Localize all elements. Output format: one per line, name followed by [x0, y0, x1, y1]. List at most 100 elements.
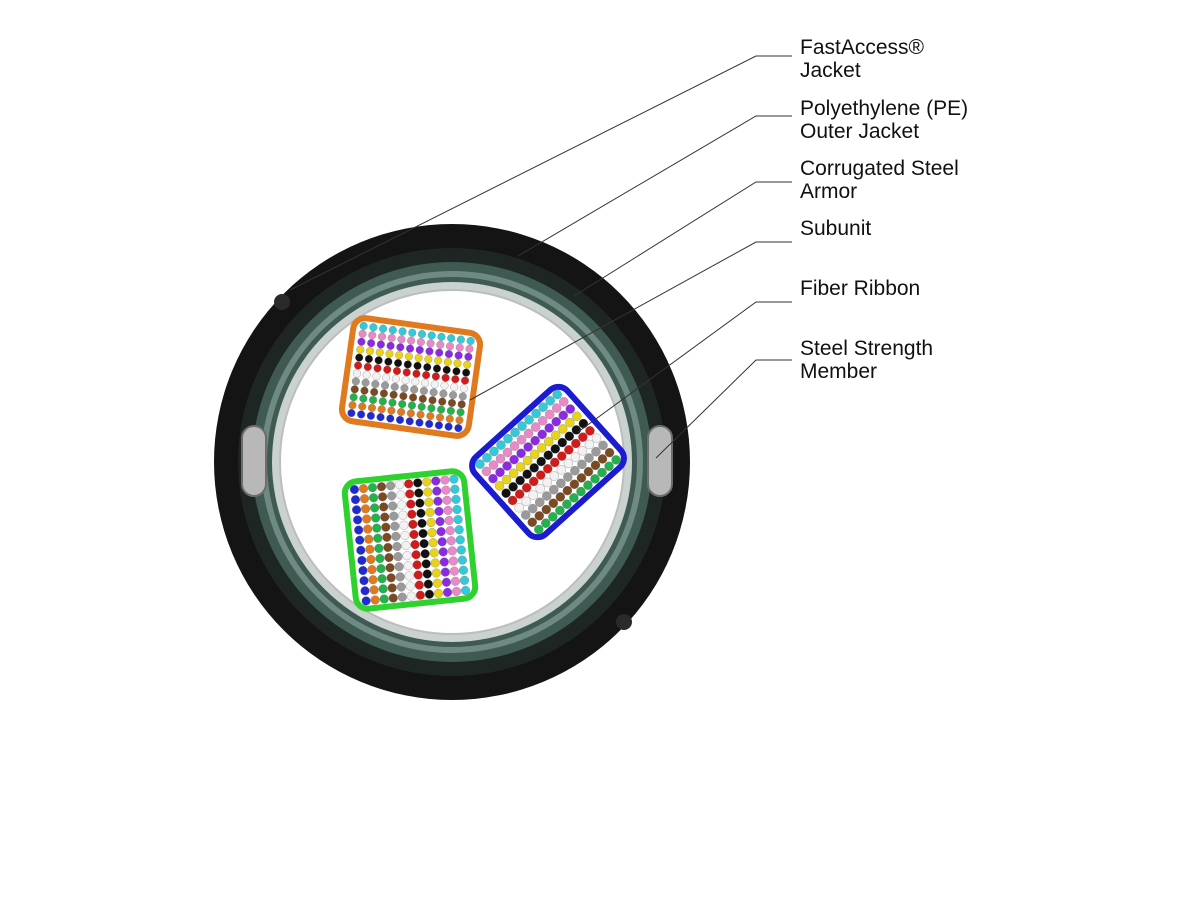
fiber-dot — [439, 557, 449, 567]
fiber-dot — [529, 476, 539, 487]
fiber-dot — [349, 393, 358, 402]
fiber-dot — [359, 321, 368, 330]
fiber-dot — [557, 437, 567, 448]
fiber-dot — [488, 473, 498, 484]
leader-line-fiber-ribbon — [577, 301, 792, 433]
fiber-dot — [578, 432, 588, 442]
fiber-dot — [379, 594, 389, 604]
label-fastaccess-jacket-line1: FastAccess® — [800, 36, 925, 59]
label-fastaccess-jacket: FastAccess® Jacket — [800, 36, 924, 82]
fiber-dot — [591, 433, 602, 443]
fiber-dot — [565, 404, 575, 414]
fiber-dot — [444, 422, 453, 431]
fiber-dot — [423, 579, 433, 589]
fiber-dot — [495, 467, 505, 477]
fiber-dot — [450, 484, 460, 494]
fiber-dot — [413, 361, 422, 370]
fiber-dot — [396, 415, 405, 424]
fiber-dot — [558, 410, 568, 421]
fiber-dot — [507, 495, 518, 506]
fiber-ribbon-stack-orange — [347, 321, 475, 433]
fiber-dot — [415, 418, 424, 427]
fiber-dot — [534, 524, 544, 535]
fiber-dot — [447, 334, 456, 343]
fiber-dot — [390, 521, 400, 531]
fiber-dot — [434, 356, 443, 365]
fiber-dot — [501, 474, 512, 485]
fiber-dot — [359, 394, 368, 403]
fiber-dot — [564, 431, 575, 441]
fiber-dot — [397, 500, 407, 510]
label-pe-outer-jacket-line1: Polyethylene (PE) — [800, 97, 969, 120]
label-corrugated-armor: Corrugated Steel Armor — [800, 157, 959, 203]
fiber-dot — [552, 403, 562, 413]
fiber-dot — [604, 461, 614, 471]
fiber-dot — [444, 516, 454, 526]
fiber-dot — [429, 548, 439, 558]
fiber-dot — [388, 326, 397, 335]
fiber-dot — [358, 329, 367, 338]
fiber-dot — [548, 512, 558, 522]
fiber-dot — [401, 541, 411, 551]
fiber-dot — [389, 390, 398, 399]
fiber-dot — [545, 396, 555, 406]
fiber-dot — [393, 552, 403, 562]
fiber-dot — [411, 377, 420, 386]
fiber-dot — [385, 563, 395, 573]
subunit-green — [341, 468, 479, 612]
label-corrugated-armor-line2: Armor — [800, 180, 858, 203]
fiber-dot — [417, 518, 427, 528]
fiber-dot — [509, 441, 520, 451]
fiber-dot — [545, 409, 555, 420]
label-corrugated-armor-line1: Corrugated Steel — [800, 157, 959, 180]
fiber-dot — [412, 560, 422, 570]
fiber-dot — [356, 345, 365, 354]
fiber-dot — [440, 567, 450, 577]
fiber-dot — [377, 332, 386, 341]
fiber-dot — [404, 352, 413, 361]
fiber-dot — [405, 581, 415, 591]
fiber-dot — [433, 588, 443, 598]
fiber-ribbon-stack-green — [349, 474, 471, 606]
fiber-dot — [502, 461, 512, 471]
fiber-dot — [436, 413, 445, 422]
fiber-dot — [378, 397, 387, 406]
fiber-dot — [576, 486, 586, 497]
fiber-dot — [585, 426, 595, 436]
fiber-dot — [419, 539, 429, 549]
fiber-dot — [501, 488, 511, 498]
fiber-dot — [556, 478, 566, 489]
fiber-dot — [509, 454, 519, 465]
fiber-dot — [424, 355, 433, 364]
fiber-dot — [394, 562, 404, 572]
leader-line-corrugated-armor — [573, 181, 792, 297]
fiber-dot — [446, 406, 455, 415]
fiber-dot — [360, 586, 370, 596]
fiber-dot — [514, 503, 524, 513]
fiber-dot — [409, 529, 419, 539]
fiber-dot — [432, 578, 442, 588]
fiber-dot — [543, 464, 553, 474]
fiber-dot — [458, 565, 468, 575]
fiber-dot — [381, 522, 391, 532]
fiber-dot — [386, 573, 396, 583]
fiber-dot — [544, 423, 554, 433]
fiber-dot — [443, 505, 453, 515]
fiber-dot — [541, 504, 551, 515]
fiber-dot — [392, 366, 401, 375]
fiber-dot — [375, 348, 384, 357]
fiber-dot — [417, 402, 426, 411]
fiber-dot — [419, 386, 428, 395]
fiber-dot — [521, 510, 531, 520]
fiber-dot — [530, 435, 540, 446]
fiber-dot — [355, 353, 364, 362]
fiber-dot — [446, 342, 455, 351]
fiber-dot — [440, 475, 450, 485]
fiber-dot — [364, 354, 373, 363]
fiber-dot — [400, 530, 410, 540]
fiber-dot — [387, 491, 397, 501]
fiber-dot — [427, 528, 437, 538]
fiber-dot — [379, 324, 388, 333]
fiber-dot — [537, 429, 547, 440]
fiber-dot — [422, 477, 432, 487]
